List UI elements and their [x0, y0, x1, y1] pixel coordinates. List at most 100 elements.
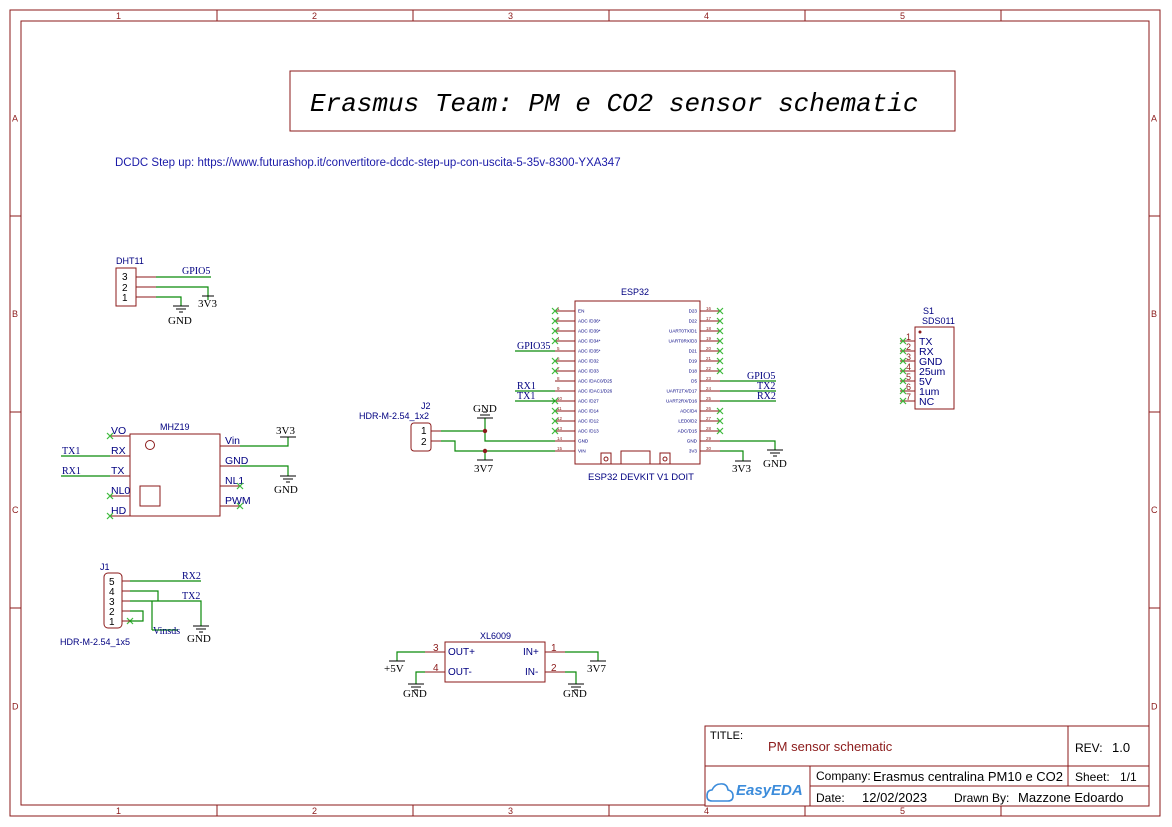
esp32-noconnect-l6 — [551, 367, 559, 375]
mhz19-net-tx1: TX1 — [62, 446, 80, 457]
dht11-pin-1: 1 — [122, 293, 128, 304]
esp32-pin-label-r14: 3V3 — [689, 449, 698, 454]
mhz19-pwm-noconnect — [236, 502, 244, 510]
esp32-pin-label-r8: UART2TX/D17 — [666, 389, 697, 394]
xl6009-gnd-in-symbol: GND — [563, 683, 587, 700]
xl6009-pin-num-1: 1 — [551, 643, 557, 654]
j2-component[interactable]: J2 HDR-M-2.54_1x2 1 2 GND 3V7 — [359, 401, 555, 475]
title-block: TITLE: PM sensor schematic REV: 1.0 Comp… — [704, 725, 1150, 807]
j1-gnd-symbol: GND — [187, 625, 211, 645]
esp32-pin-label-r0: D23 — [689, 309, 698, 314]
xl6009-component[interactable]: XL6009 OUT+ OUT- IN+ IN- 3 4 1 2 +5V GND… — [384, 631, 606, 700]
svg-text:3V3: 3V3 — [732, 463, 751, 475]
mhz19-pin-2: TX — [111, 465, 124, 477]
esp32-pin-num-l6: 7 — [557, 366, 560, 371]
esp32-net-gpio5: GPIO5 — [747, 371, 775, 382]
j2-3v7-power: 3V7 — [474, 459, 493, 475]
xl6009-pin-label-outn: OUT- — [448, 667, 472, 678]
esp32-pin-label-r13: GND — [687, 439, 698, 444]
esp32-pin-label-r11: LED0/D2 — [678, 419, 697, 424]
esp32-label: ESP32 — [621, 287, 649, 297]
dht11-3v3-power: 3V3 — [198, 295, 217, 310]
j1-net-vinsds: Vinsds — [153, 626, 180, 637]
esp32-pin-num-r3: 19 — [706, 336, 712, 341]
mhz19-pin-r2: NL1 — [225, 475, 244, 487]
mhz19-pin-1: RX — [111, 445, 126, 457]
sds011-pin-label-6: NC — [919, 396, 935, 408]
esp32-net-rx1: RX1 — [517, 381, 536, 392]
svg-text:3V3: 3V3 — [276, 425, 295, 437]
sds011-pin-label-3: 25um — [919, 366, 946, 378]
esp32-noconnect-r2 — [716, 327, 724, 335]
esp32-noconnect-r3 — [716, 337, 724, 345]
border-col-label-1-bottom: 1 — [116, 806, 121, 816]
esp32-3v3-power: 3V3 — [732, 460, 751, 475]
schematic-title: Erasmus Team: PM e CO2 sensor schematic — [310, 89, 919, 119]
esp32-noconnect-r1 — [716, 317, 724, 325]
esp32-noconnect-l5 — [551, 357, 559, 365]
dht11-label: DHT11 — [116, 256, 144, 266]
mhz19-nl1-noconnect — [236, 482, 244, 490]
mhz19-pin-0: VO — [111, 425, 126, 437]
border-row-label-A-left: A — [12, 114, 18, 124]
sds011-noconnect-2 — [899, 357, 907, 365]
j2-pin-1: 1 — [421, 426, 427, 437]
sds011-pin-num-0: 1 — [906, 332, 911, 342]
dht11-component[interactable]: DHT11 3 2 1 GPIO5 3V3 GND — [115, 256, 217, 327]
tb-drawn-value: Mazzone Edoardo — [1018, 790, 1124, 805]
mhz19-pin-4: HD — [111, 505, 127, 517]
j2-label: J2 — [421, 401, 431, 411]
border-row-label-A-right: A — [1151, 114, 1157, 124]
esp32-pin-label-l6: ADC /D33 — [578, 369, 599, 374]
j1-pin-3: 3 — [109, 597, 115, 608]
sds011-pin-num-3: 4 — [906, 362, 911, 372]
esp32-pin-label-l9: ADC /D27 — [578, 399, 599, 404]
esp32-pin-label-r1: D22 — [689, 319, 698, 324]
border-row-label-B-right: B — [1151, 309, 1157, 319]
esp32-pin-label-r2: UART0TX/D1 — [669, 329, 697, 334]
border-col-label-4-top: 4 — [704, 11, 709, 21]
esp32-pin-num-r1: 17 — [706, 316, 712, 321]
sds011-noconnect-3 — [899, 367, 907, 375]
esp32-pin-label-r7: D5 — [691, 379, 697, 384]
esp32-noconnect-r4 — [716, 347, 724, 355]
svg-text:GND: GND — [763, 458, 787, 470]
j1-net-tx2: TX2 — [182, 591, 200, 602]
esp32-pin-label-l14: VIN — [578, 449, 586, 454]
esp32-pin-num-r4: 20 — [706, 346, 712, 351]
xl6009-pin-num-3: 3 — [433, 643, 439, 654]
esp32-noconnect-r10 — [716, 407, 724, 415]
esp32-noconnect-r11 — [716, 417, 724, 425]
esp32-pin-num-l11: 12 — [557, 416, 563, 421]
border-col-label-4-bottom: 4 — [704, 806, 709, 816]
esp32-pin-label-l3: ADC /D34* — [578, 339, 601, 344]
svg-text:3V3: 3V3 — [198, 298, 217, 310]
mhz19-pin-r3: PWM — [225, 495, 251, 507]
svg-text:GND: GND — [403, 688, 427, 700]
border-col-label-3-top: 3 — [508, 11, 513, 21]
esp32-net-tx1: TX1 — [517, 391, 535, 402]
esp32-pin-num-r0: 16 — [706, 306, 712, 311]
sds011-pin-label-5: 1um — [919, 386, 940, 398]
border-row-label-B-left: B — [12, 309, 18, 319]
xl6009-pin-num-2: 2 — [551, 663, 557, 674]
esp32-pin-num-r12: 28 — [706, 426, 712, 431]
border-row-label-C-left: C — [12, 505, 19, 515]
dcdc-link-note[interactable]: DCDC Step up: https://www.futurashop.it/… — [115, 157, 621, 169]
mhz19-3v3-power: 3V3 — [276, 425, 296, 438]
xl6009-pin-num-4: 4 — [433, 663, 439, 674]
esp32-pin-num-l14: 15 — [557, 446, 563, 451]
svg-text:EasyEDA: EasyEDA — [736, 782, 803, 799]
j1-pin-4: 4 — [109, 587, 115, 598]
sds011-noconnect-0 — [899, 337, 907, 345]
tb-rev-label: REV: — [1075, 741, 1103, 755]
esp32-noconnect-l0 — [551, 307, 559, 315]
esp32-pin-label-r5: D19 — [689, 359, 698, 364]
esp32-pin-num-l10: 11 — [557, 406, 562, 411]
j2-pin-2: 2 — [421, 437, 427, 448]
esp32-net-gpio35: GPIO35 — [517, 341, 550, 352]
